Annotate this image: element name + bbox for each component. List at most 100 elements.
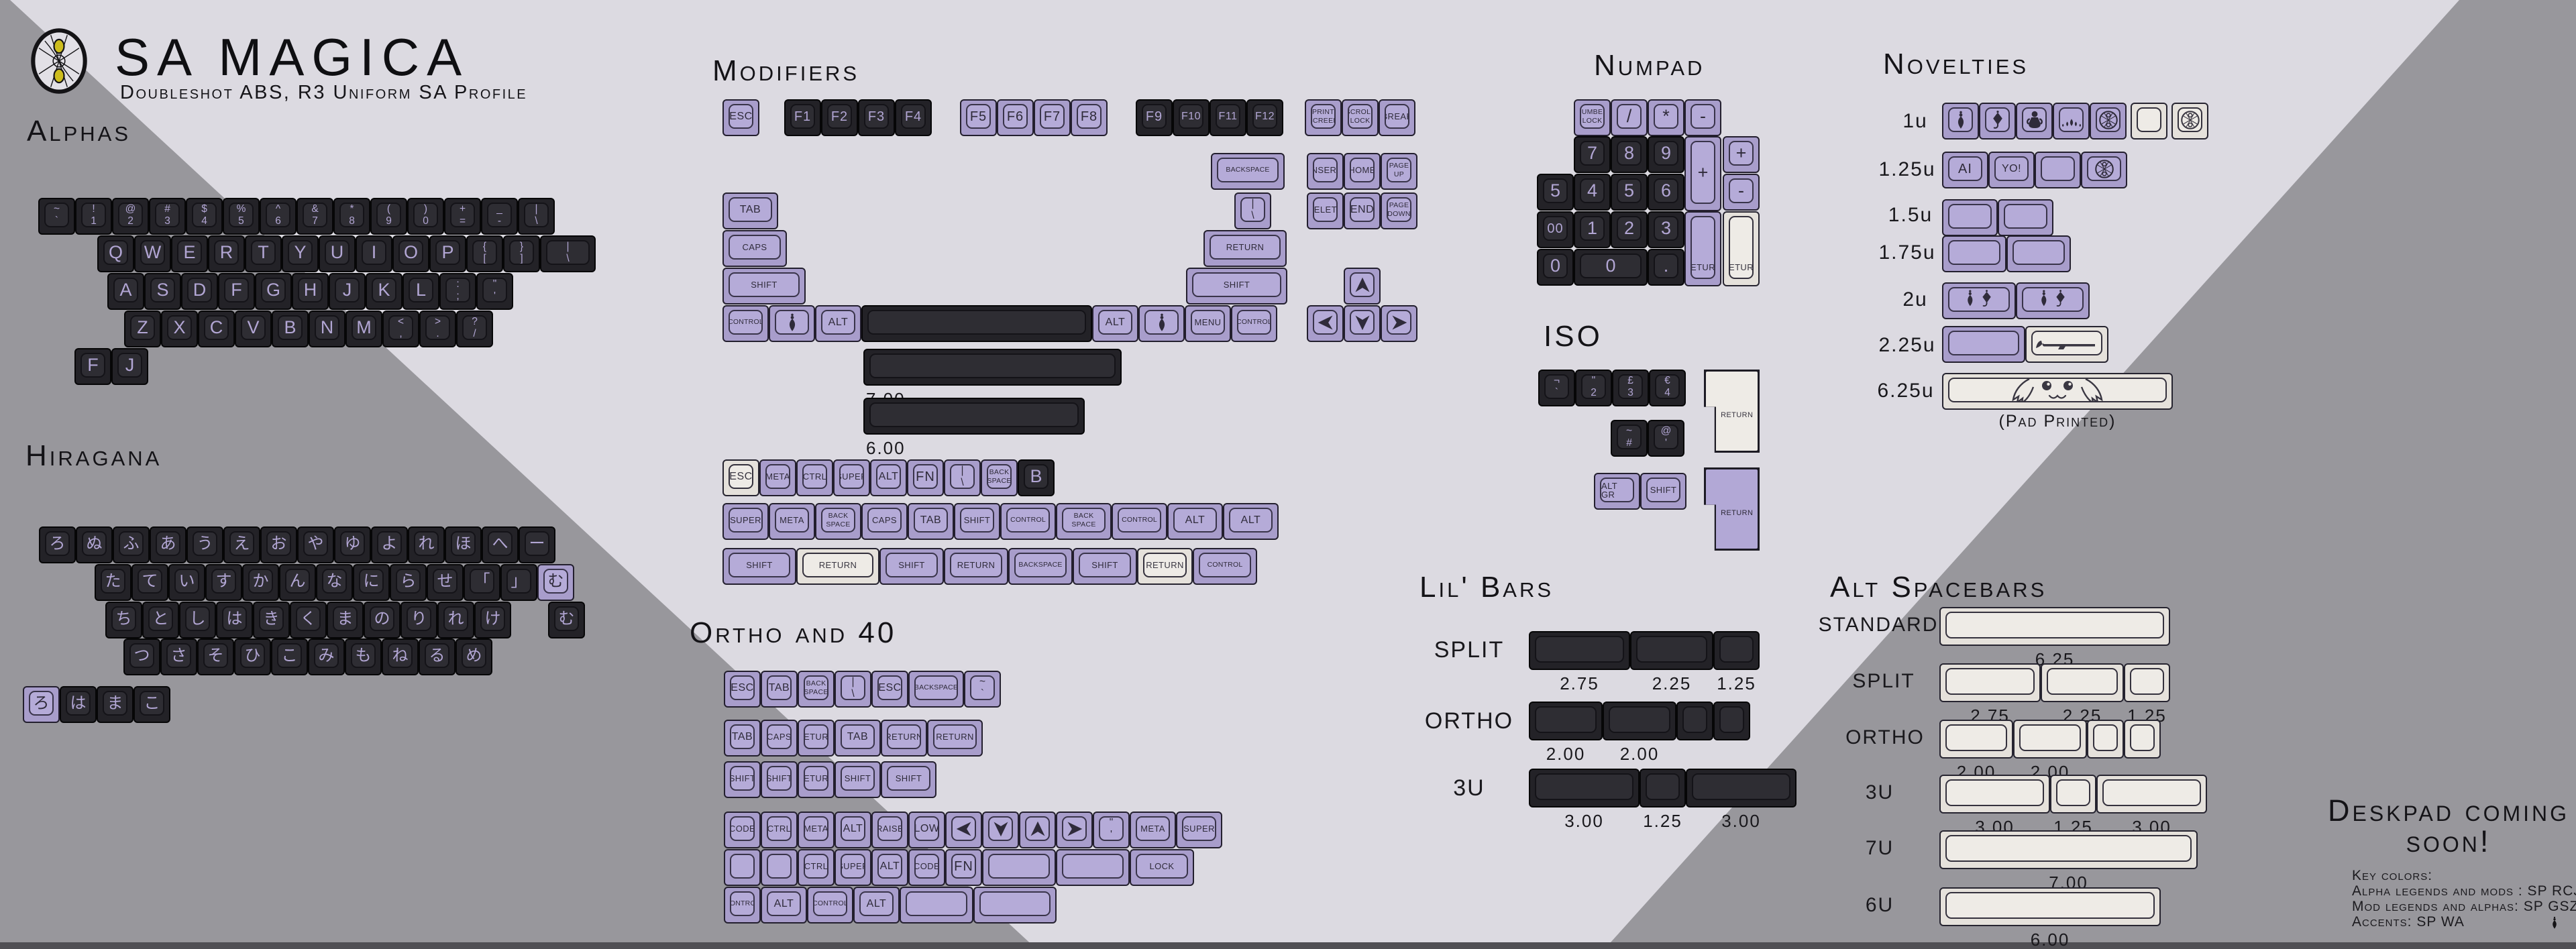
keycap: え [223,526,260,563]
keycap-legend: SHIFT [746,560,773,570]
keycap-legend: £3 [1627,375,1633,398]
keycap: 7 [1574,136,1611,173]
keycap [1939,607,2170,646]
keycap: + [1684,136,1721,211]
keycap: B [1018,459,1055,496]
keycap: &7 [297,198,333,235]
keycap: RETURN [1704,370,1760,453]
keycap: ま [97,686,133,723]
row-label: (Pad Printed) [1998,412,2116,431]
keycap-gems-pair [2016,282,2090,319]
row-label: 1.5u [1888,204,1933,226]
keycap: W [134,235,171,272]
keycap-legend: CTRL [767,824,792,834]
keycap: L [402,273,439,310]
keycap-legend: BACKSPACE [1018,561,1063,569]
keycap-legend: ろ [49,534,66,553]
keycap: れ [408,526,445,563]
keycap-grief-seed [1979,103,2016,139]
keycap: ろ [39,526,76,563]
keycap-legend: さ [170,646,187,665]
keycap: SHIFT [1640,473,1686,510]
keycap: ESC [722,99,759,136]
keycap [861,305,1092,342]
keycap: せ [427,564,464,601]
keycap-legend: CONTROL [1122,516,1157,524]
keycap [863,398,1085,435]
keycap-legend: 00 [1547,221,1564,236]
keycap-legend: う [197,534,213,553]
keycap-legend: ¬` [1553,375,1560,398]
keycap-legend: ひ [244,646,261,665]
keycap: #3 [149,198,186,235]
keycap: K [366,273,402,310]
keycap-legend: TAB [768,681,790,693]
keycap: BACKSPACE [1211,153,1285,190]
keycap: P [429,235,466,272]
keycap-legend: く [300,609,317,628]
keycap-legend: へ [492,534,508,553]
keycap-legend: _- [496,203,502,227]
keycap-tri-left [945,812,982,848]
keycap: F10 [1173,99,1210,136]
keycap: CAPS [861,503,908,540]
keycap-legend: SUPER [842,861,864,871]
keycap-legend: :; [456,278,460,302]
keycap: FN [945,849,982,886]
keycap-emblem [2171,103,2208,139]
keycap-musket [2025,326,2108,363]
keycap-legend: RETURN [818,560,857,570]
keycap: SHIFT [1186,268,1287,304]
keycap: ALT [853,887,900,924]
keycap-legend: J [125,355,135,375]
keycap-legend: M [356,317,372,337]
keycap: R [208,235,245,272]
keycap-legend: L [415,280,427,300]
keycap-legend: €4 [1664,375,1670,398]
keycap-legend: ESC [731,681,754,693]
keycap: PAGE DOWN [1381,192,1417,229]
row-label: 2.25u [1878,334,1936,356]
keycap [1630,631,1713,670]
keycap-legend: LOW [914,822,939,834]
keycap-legend: PRINT SCREEN [1312,107,1334,125]
keycap-legend: F4 [904,109,922,124]
key-colors-line-1: Alpha legends and mods : SP RCJ [2352,883,2576,899]
keycap: F4 [895,99,932,136]
keycap-legend: え [233,534,250,553]
keycap: し [179,602,216,638]
keycap-legend: YO! [2001,162,2022,174]
keycap-legend: そ [207,646,224,665]
keycap-legend: D [193,280,207,300]
keycap: FN [907,459,944,496]
keycap: NUMBER LOCK [1574,99,1611,136]
keycap-legend: RETURN [1690,262,1715,272]
keycap [1603,702,1676,740]
keycap-legend: 6 [1660,180,1672,201]
gems-pair-icon [2031,288,2075,311]
keycap: こ [133,686,170,723]
keycap: SHIFT [722,548,796,585]
keycap-legend: P [441,242,454,262]
keycap: CONTROL [1193,548,1257,585]
keycap: SHIFT [881,761,936,798]
keycap: - [1684,99,1721,136]
key-colors-title: Key colors: [2352,868,2433,883]
keycap [1998,199,2053,236]
keycap-legend: CAPS [767,732,792,742]
keycap: M [345,311,382,347]
row-label: 3U [1453,775,1485,801]
keycap: U [319,235,356,272]
keycap: V [235,311,272,347]
keycap-legend: RETURN [887,732,921,742]
keycap-legend: い [178,571,195,590]
keycap-legend: つ [133,646,150,665]
keycap-legend: DELETE [1313,205,1337,215]
grief-seed-icon [1987,109,2008,131]
keycap: E [171,235,208,272]
keycap: F [218,273,255,310]
keycap-legend: 0 [1605,256,1616,276]
keycap-legend: |\ [1251,198,1254,221]
tri-up-icon [1028,819,1048,839]
